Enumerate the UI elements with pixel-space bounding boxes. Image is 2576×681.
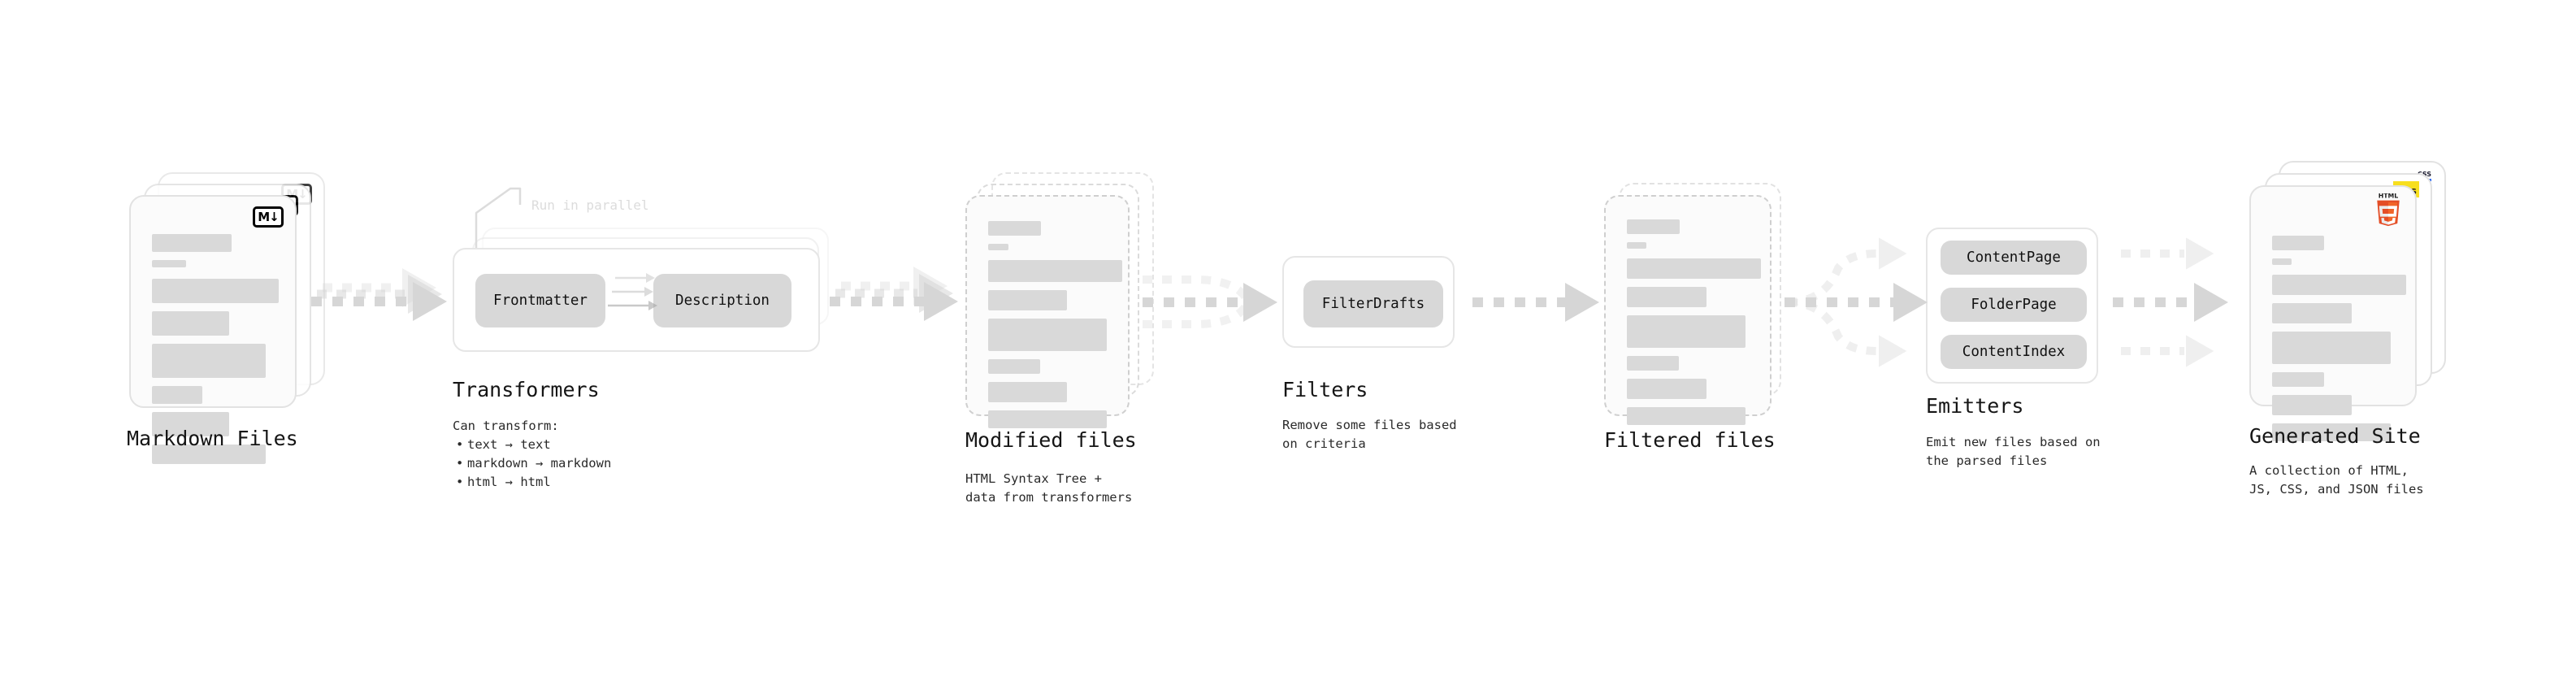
skeleton-bar xyxy=(2272,423,2391,441)
stage-subtitle-generated-site: A collection of HTML, JS, CSS, and JSON … xyxy=(2249,463,2424,497)
stage-title-markdown-files: Markdown Files xyxy=(127,427,298,450)
skeleton-bar xyxy=(1627,315,1746,348)
skeleton-bar xyxy=(988,290,1067,310)
skeleton-bar xyxy=(988,319,1107,351)
stage-title-emitters: Emitters xyxy=(1926,394,2024,418)
skeleton-bar xyxy=(152,234,232,252)
connector-markdown-to-transformers xyxy=(311,268,447,321)
skeleton-bar xyxy=(988,382,1067,402)
skeleton-bar xyxy=(1627,219,1680,234)
stage-subtitle-filters: Remove some files based on criteria xyxy=(1282,418,1457,451)
skeleton-bar xyxy=(1627,379,1706,399)
emitters-box: ContentPage FolderPage ContentIndex xyxy=(1926,228,2098,384)
list-item: html → html xyxy=(453,473,611,492)
skeleton-bar xyxy=(1627,287,1706,307)
filtered-file-card-front xyxy=(1604,195,1772,425)
skeleton-bar xyxy=(152,279,279,303)
connector-modified-to-filters xyxy=(1143,275,1277,328)
generated-file-card-html: HTML xyxy=(2249,185,2417,441)
markdown-icon: M↓ xyxy=(253,206,284,228)
stage-subtitle-transformers: Can transform: xyxy=(453,419,559,433)
skeleton-bar xyxy=(152,445,266,464)
modified-file-card-front xyxy=(965,195,1130,428)
markdown-file-card-front: M↓ xyxy=(129,195,297,464)
run-in-parallel-label: Run in parallel xyxy=(531,197,649,213)
emitter-pill-folderpage[interactable]: FolderPage xyxy=(1941,288,2087,322)
skeleton-bar xyxy=(152,311,229,336)
filters-box: FilterDrafts xyxy=(1282,256,1455,348)
connector-emitters-to-generated xyxy=(2113,237,2228,367)
skeleton-bar xyxy=(988,244,1008,250)
skeleton-bars xyxy=(1627,219,1761,433)
skeleton-bar xyxy=(2272,303,2352,323)
filter-pill-filterdrafts[interactable]: FilterDrafts xyxy=(1303,280,1443,327)
skeleton-bar xyxy=(1627,242,1646,249)
transformers-bullet-list: text → text markdown → markdown html → h… xyxy=(453,436,611,492)
skeleton-bar xyxy=(988,359,1040,374)
svg-text:HTML: HTML xyxy=(2379,193,2399,200)
skeleton-bar xyxy=(1627,258,1761,279)
skeleton-bar xyxy=(2272,275,2406,295)
skeleton-bar xyxy=(2272,372,2324,387)
skeleton-bar xyxy=(152,260,186,267)
stage-title-filtered-files: Filtered files xyxy=(1604,428,1776,452)
skeleton-bars xyxy=(988,221,1122,436)
stage-subtitle-emitters: Emit new files based on the parsed files xyxy=(1926,435,2101,468)
skeleton-bar xyxy=(2272,395,2352,415)
skeleton-bar xyxy=(1627,356,1679,371)
skeleton-bars xyxy=(152,234,279,472)
skeleton-bar xyxy=(2272,258,2292,265)
skeleton-bar xyxy=(152,412,229,436)
transformer-box-front: Frontmatter Description xyxy=(453,248,820,352)
connector-filters-to-filtered xyxy=(1472,283,1599,322)
connector-filtered-to-emitters xyxy=(1785,237,1928,367)
list-item: text → text xyxy=(453,436,611,454)
emitter-pill-contentpage[interactable]: ContentPage xyxy=(1941,241,2087,275)
skeleton-bars xyxy=(2272,236,2406,449)
stage-title-filters: Filters xyxy=(1282,378,1368,401)
skeleton-bar xyxy=(988,410,1107,428)
list-item: markdown → markdown xyxy=(453,454,611,473)
connector-transformers-to-modified xyxy=(830,267,958,321)
stage-title-transformers: Transformers xyxy=(453,378,600,401)
stage-title-generated-site: Generated Site xyxy=(2249,424,2421,448)
skeleton-bar xyxy=(988,260,1122,282)
skeleton-bar xyxy=(152,386,202,404)
html5-icon: HTML xyxy=(2373,193,2404,229)
stage-subtitle-modified-files: HTML Syntax Tree + data from transformer… xyxy=(965,471,1133,505)
skeleton-bar xyxy=(152,344,266,378)
skeleton-bar xyxy=(988,221,1041,236)
skeleton-bar xyxy=(2272,236,2324,250)
transformer-pill-description[interactable]: Description xyxy=(653,274,791,327)
transformer-pill-frontmatter[interactable]: Frontmatter xyxy=(475,274,605,327)
emitter-pill-contentindex[interactable]: ContentIndex xyxy=(1941,335,2087,369)
skeleton-bar xyxy=(2272,332,2391,364)
skeleton-bar xyxy=(1627,407,1746,425)
stage-title-modified-files: Modified files xyxy=(965,428,1137,452)
